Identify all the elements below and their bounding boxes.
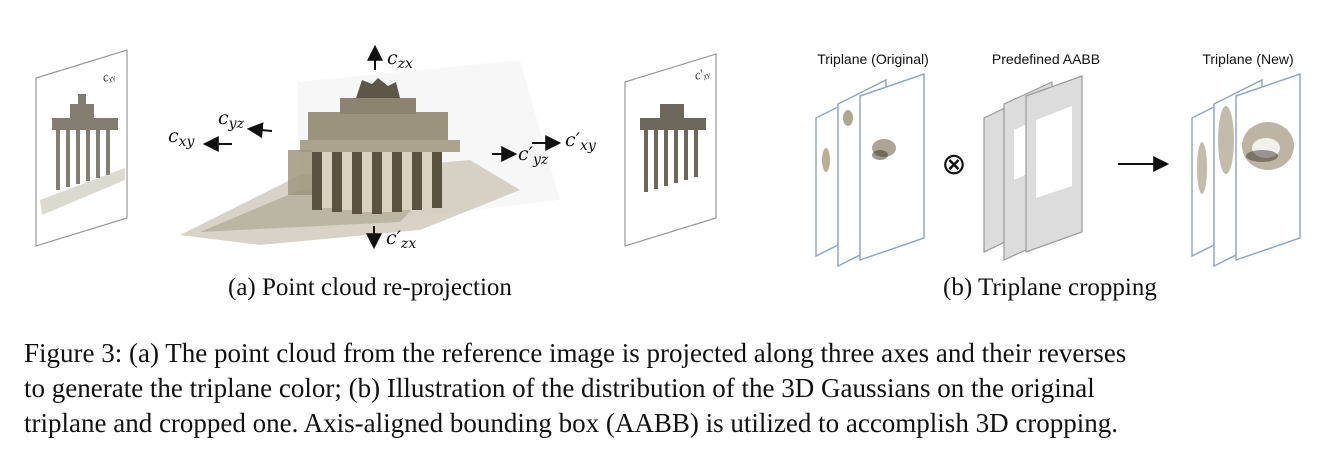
- plane-left-tag: cᵪᵧ: [100, 67, 116, 85]
- figure-caption: Figure 3: (a) The point cloud from the r…: [24, 336, 1314, 441]
- label-triplane-original: Triplane (Original): [817, 51, 929, 67]
- axis-arrows: [202, 44, 562, 250]
- label-triplane-new: Triplane (New): [1202, 51, 1293, 67]
- caption-line-2: to generate the triplane color; (b) Illu…: [24, 373, 1095, 403]
- arrow-cyz: [246, 122, 273, 139]
- aabb-stack: [983, 75, 1083, 261]
- figure-3: cᵪᵧ: [35, 44, 1301, 268]
- triplane-original: [815, 72, 925, 268]
- point-cloud: [180, 60, 560, 245]
- triplane-new: [1191, 72, 1301, 268]
- label-predefined-aabb: Predefined AABB: [992, 51, 1100, 67]
- label-cxy-prime: c′xy: [565, 129, 597, 154]
- caption-panel-b: (b) Triplane cropping: [943, 274, 1157, 301]
- caption-line-3: triplane and cropped one. Axis-aligned b…: [24, 408, 1119, 438]
- caption-line-1: Figure 3: (a) The point cloud from the r…: [24, 338, 1127, 368]
- label-czx: czx: [387, 47, 413, 72]
- tensor-product-operator: ⊗: [941, 147, 966, 182]
- label-cxy: cxy: [168, 125, 196, 150]
- label-cyz-prime: c′yz: [518, 143, 549, 168]
- panel-b: Triplane (Original) Predefined AABB Trip…: [815, 51, 1301, 268]
- caption-panel-a: (a) Point cloud re-projection: [228, 274, 512, 301]
- label-cyz: cyz: [218, 107, 245, 132]
- label-czx-prime: c′zx: [386, 227, 416, 252]
- plane-right-tag: c′ᵪᵧ: [692, 64, 711, 83]
- panel-a: cᵪᵧ: [35, 44, 717, 252]
- plane-cxy-prime: c′ᵪᵧ: [624, 53, 717, 247]
- plane-cxy: cᵪᵧ: [35, 49, 128, 247]
